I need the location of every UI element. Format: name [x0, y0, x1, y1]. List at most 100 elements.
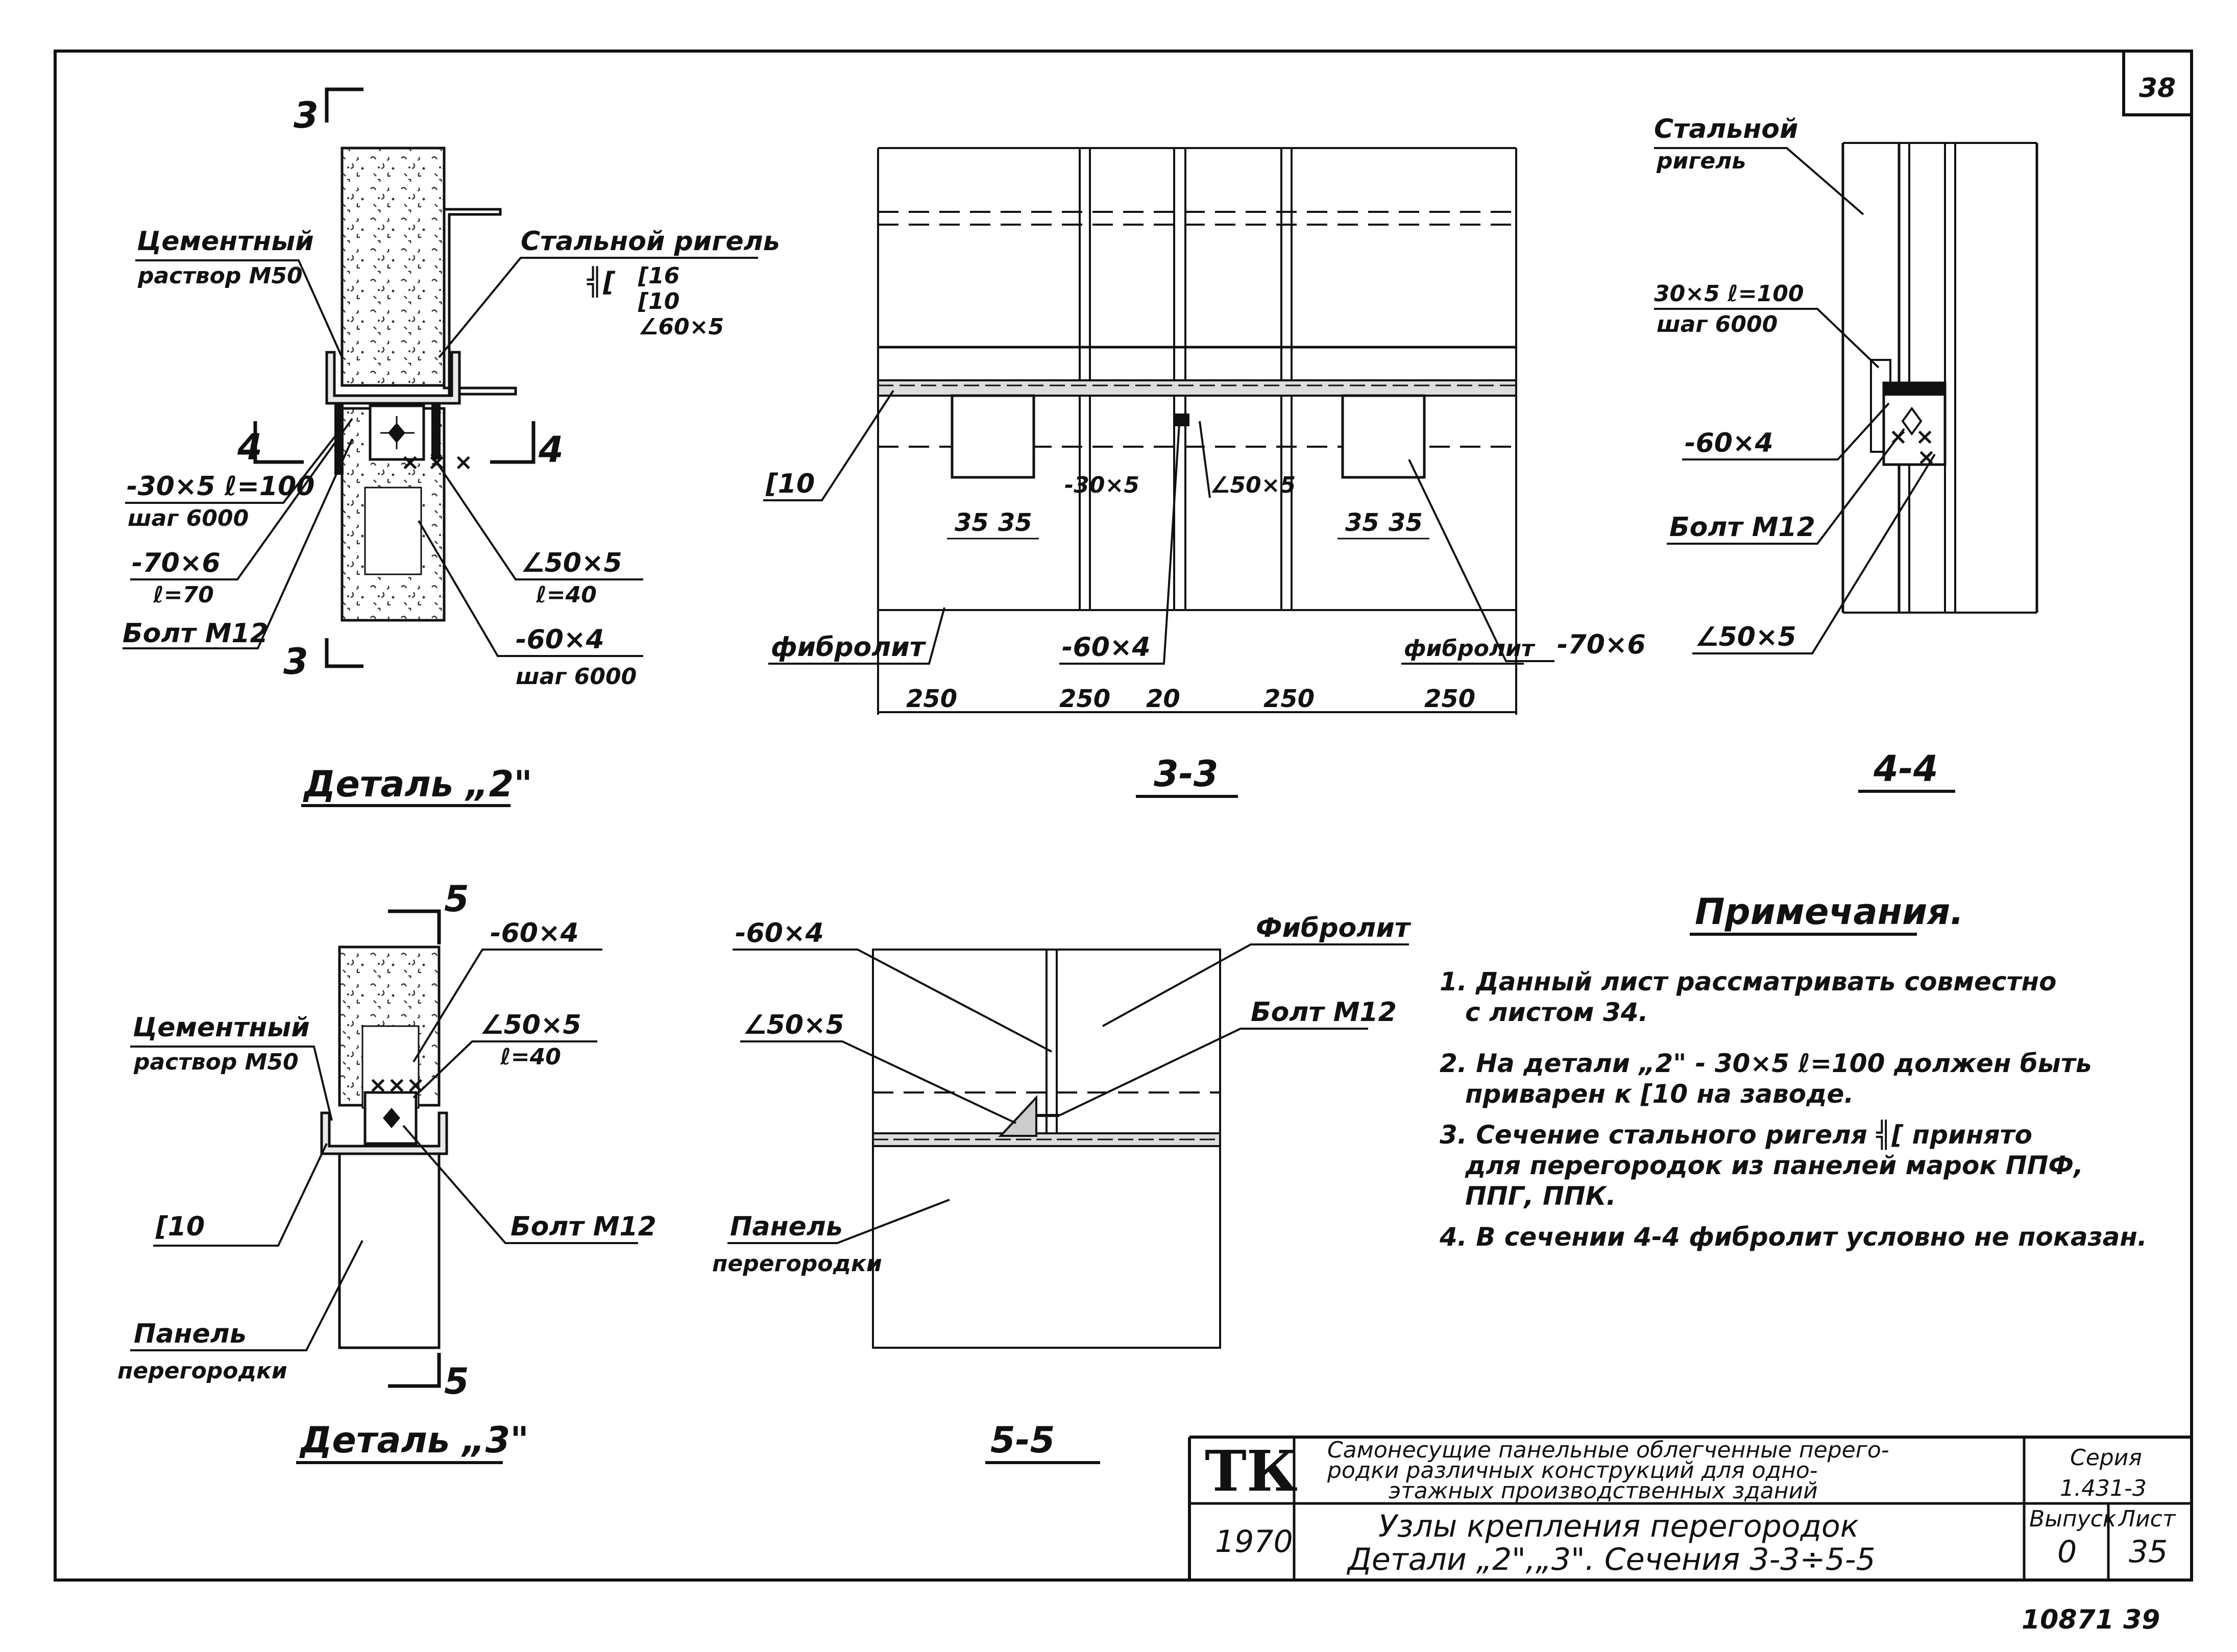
section-5-5: -60×4 ∠50×5 Фибролит Болт М12 Панель пер…	[712, 913, 1412, 1464]
tb-sheet-value: 35	[2129, 1534, 2168, 1570]
plate-70x6-label: -70×6	[132, 548, 221, 578]
s55-fibrolit: Фибролит	[1256, 913, 1412, 943]
dim-250-1: 250	[906, 685, 957, 713]
dim-20: 20	[1146, 685, 1180, 713]
strip-label: -60×4	[516, 624, 604, 655]
section-mark-5-top: 5	[444, 878, 469, 920]
s55-bolt: Болт М12	[1251, 997, 1397, 1028]
sheet-number-box	[2122, 50, 2193, 116]
tb-drawing-1: Узлы крепления перегородок	[1378, 1509, 1859, 1544]
d3-bolt: Болт М12	[510, 1211, 656, 1242]
tb-project-2: родки различных конструкций для одно-	[1327, 1457, 1818, 1484]
s33-fibrolit-left: фибролит	[771, 632, 927, 663]
plate-70x6-len: ℓ=70	[153, 582, 214, 608]
cement-label-1: Цементный	[137, 226, 314, 257]
d3-strip: -60×4	[490, 918, 579, 949]
angle-len: ℓ=40	[536, 582, 597, 608]
note-line-3: 2. На детали „2" - 30×5 ℓ=100 должен быт…	[1440, 1049, 2092, 1078]
s33-channel: [10	[765, 469, 815, 499]
section-mark-3-bottom: 3	[283, 641, 308, 683]
rigel-spec-1: [16	[638, 263, 679, 289]
sheet-number: 38	[2139, 73, 2176, 104]
rigel-label: Стальной ригель	[521, 226, 780, 257]
section-3-3-title: 3-3	[1154, 753, 1218, 795]
section-5-5-title: 5-5	[990, 1419, 1055, 1461]
angle-label: ∠50×5	[521, 548, 622, 578]
d3-cement-1: Цементный	[133, 1012, 310, 1043]
sheet-border	[54, 50, 2193, 1582]
note-line-6: для перегородок из панелей марок ППФ,	[1465, 1151, 2083, 1180]
s33-plate-right: -70×6	[1557, 629, 1646, 660]
s44-rigel-2: ригель	[1656, 148, 1746, 174]
section-4-4: × × × Стальной ригель 30×5 ℓ=100 шаг 600…	[1654, 114, 2038, 793]
plate-30x5-label: -30×5 ℓ=100	[127, 471, 314, 502]
s44-plate-step: шаг 6000	[1657, 311, 1778, 337]
s33-plate: -30×5	[1064, 472, 1139, 498]
dim-35-b: 35	[998, 508, 1032, 537]
panel-void	[364, 487, 422, 575]
plate-30x5-step: шаг 6000	[128, 505, 249, 531]
s33-angle: ∠50×5	[1210, 472, 1296, 498]
dim-35-c: 35	[1345, 508, 1379, 537]
s44-angle: ∠50×5	[1695, 622, 1796, 652]
concrete-wall-upper	[341, 147, 446, 387]
svg-text:× ×: × ×	[1889, 424, 1934, 450]
title-block: ТК 1970 Самонесущие панельные облегченны…	[1188, 1436, 2192, 1580]
svg-text:×××: ×××	[369, 1072, 425, 1098]
strip-step: шаг 6000	[516, 664, 637, 690]
dim-250-4: 250	[1424, 685, 1475, 713]
s44-bolt: Болт М12	[1669, 512, 1815, 543]
tb-issue-label: Выпуск	[2029, 1506, 2117, 1532]
tb-series-value: 1.431-3	[2060, 1475, 2147, 1501]
d3-cement-2: раствор М50	[133, 1049, 299, 1075]
d3-channel: [10	[155, 1211, 205, 1242]
note-line-5: 3. Сечение стального ригеля ╣[ принято	[1440, 1120, 2032, 1150]
tb-sheet-label: Лист	[2118, 1506, 2176, 1532]
section-3-3: 35 35 35 35 250 250 20 250 250 [10 -30×5…	[763, 147, 1646, 798]
channel-c10	[325, 351, 461, 405]
bottom-stamp: 10871 39	[2022, 1605, 2160, 1635]
note-line-4: приварен к [10 на заводе.	[1465, 1079, 1854, 1109]
rigel-spec-3: ∠60×5	[638, 314, 724, 340]
detail-3-title: Деталь „3"	[299, 1419, 529, 1461]
section-mark-3-top: 3	[294, 94, 319, 136]
s55-panel-1: Панель	[730, 1211, 843, 1242]
d3-panel-2: перегородки	[117, 1358, 287, 1384]
s44-plate: 30×5 ℓ=100	[1654, 281, 1804, 307]
s44-rigel-1: Стальной	[1654, 114, 1798, 144]
rigel-spec-2: [10	[638, 288, 679, 314]
cement-label-2: раствор М50	[137, 263, 303, 289]
tb-project-3: этажных производственных зданий	[1389, 1478, 1818, 1504]
dim-35-d: 35	[1389, 508, 1423, 537]
tb-issue-value: 0	[2057, 1534, 2077, 1570]
notes-heading: Примечания.	[1695, 891, 1964, 933]
d3-panel-1: Панель	[134, 1319, 247, 1349]
note-line-7: ППГ, ППК.	[1465, 1181, 1616, 1211]
dim-250-3: 250	[1263, 685, 1315, 713]
notes: Примечания. 1. Данный лист рассматривать…	[1439, 891, 2147, 1252]
s44-strip: -60×4	[1685, 428, 1773, 458]
detail-2: × × × 3 3 4 4 Цементный раствор М50 Стал…	[123, 87, 780, 807]
dim-35-a: 35	[955, 508, 989, 537]
note-line-8: 4. В сечении 4-4 фибролит условно не пок…	[1439, 1222, 2147, 1252]
tb-series-label: Серия	[2070, 1445, 2142, 1471]
note-line-1: 1. Данный лист рассматривать совместно	[1440, 967, 2056, 997]
s55-strip: -60×4	[735, 918, 824, 949]
detail-3: ××× 5 5 -60×4 ∠50×5 ℓ=40 Цементный раств…	[117, 878, 656, 1464]
tb-project-1: Самонесущие панельные облегченные перего…	[1327, 1437, 1889, 1463]
section-4-4-title: 4-4	[1873, 748, 1938, 790]
bolt-label: Болт М12	[123, 618, 269, 649]
d3-angle: ∠50×5	[480, 1010, 581, 1040]
note-line-2: с листом 34.	[1465, 998, 1648, 1027]
section-mark-5-bottom: 5	[444, 1361, 469, 1402]
tk-logo: ТК	[1205, 1438, 1298, 1504]
s33-fibrolit-right: фибролит	[1404, 636, 1536, 662]
steel-rigel	[443, 208, 517, 396]
s55-angle: ∠50×5	[743, 1010, 844, 1040]
section-mark-4-right: 4	[538, 429, 564, 471]
d3-angle-len: ℓ=40	[500, 1044, 561, 1070]
tb-drawing-2: Детали „2",„3". Сечения 3-3÷5-5	[1346, 1542, 1876, 1577]
s55-panel-2: перегородки	[712, 1251, 882, 1277]
tb-year: 1970	[1215, 1524, 1293, 1560]
